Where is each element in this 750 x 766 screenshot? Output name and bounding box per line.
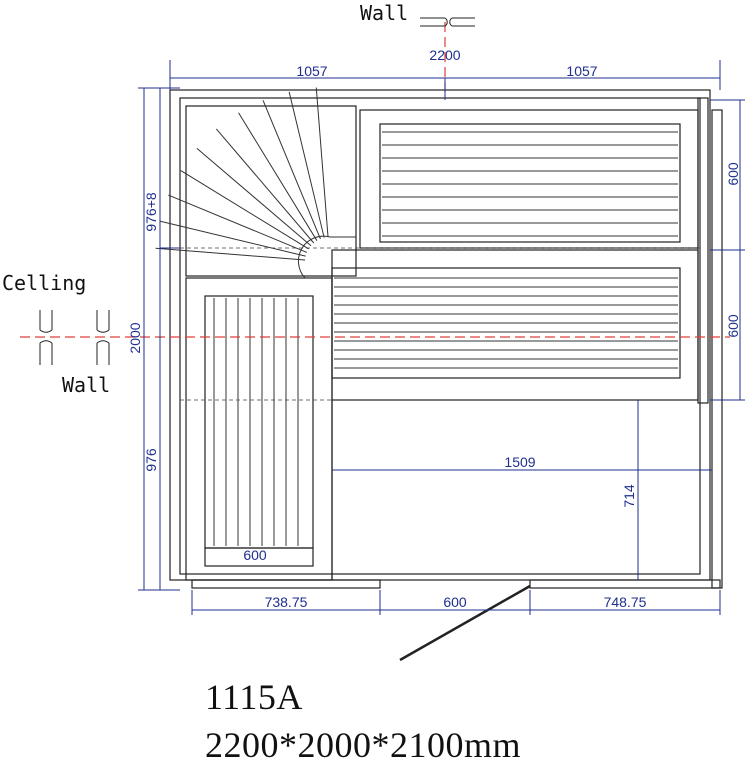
dim-right-lower: 600 — [725, 314, 741, 338]
corner-bench — [185, 105, 357, 277]
dim-overall-width: 2200 — [429, 47, 460, 63]
floor-plan: Wall Celling Wall 2200 1057 1057 976+8 2… — [2, 1, 745, 662]
front-glass-left — [191, 579, 381, 589]
dim-left-lower: 976 — [143, 448, 159, 472]
glass-panel-right — [711, 109, 723, 589]
top-bench-frame — [359, 109, 699, 249]
door-leaf — [399, 584, 531, 662]
left-bench-frame — [185, 277, 333, 581]
dim-bench-bottom: 600 — [243, 547, 267, 563]
top-bench — [379, 123, 681, 243]
dim-bottom-door: 600 — [443, 594, 467, 610]
dim-bottom-left: 738.75 — [265, 594, 308, 610]
wall-top-label: Wall — [360, 1, 408, 25]
center-lines — [20, 22, 730, 338]
dim-inner-span: 1509 — [504, 454, 535, 470]
left-bench — [204, 295, 314, 549]
dimension-lines — [138, 60, 745, 615]
dim-right-upper: 600 — [725, 162, 741, 186]
dim-top-left: 1057 — [296, 63, 327, 79]
dim-left-upper: 976+8 — [143, 192, 159, 232]
wall-left-label: Wall — [62, 373, 110, 397]
model-number: 1115A — [205, 677, 303, 717]
dim-left-overall: 2000 — [127, 322, 143, 353]
left-bench-edge — [204, 547, 314, 567]
outer-wall — [169, 89, 711, 581]
dim-bottom-right: 748.75 — [604, 594, 647, 610]
ceiling-label: Celling — [2, 271, 86, 295]
dim-inner-height: 714 — [621, 484, 637, 508]
inner-wall — [179, 97, 701, 575]
wall-section-symbols — [39, 17, 475, 365]
front-glass-right — [529, 579, 721, 589]
overall-size: 2200*2000*2100mm — [205, 725, 522, 765]
bench-slats — [155, 87, 678, 546]
dim-top-right: 1057 — [566, 63, 597, 79]
